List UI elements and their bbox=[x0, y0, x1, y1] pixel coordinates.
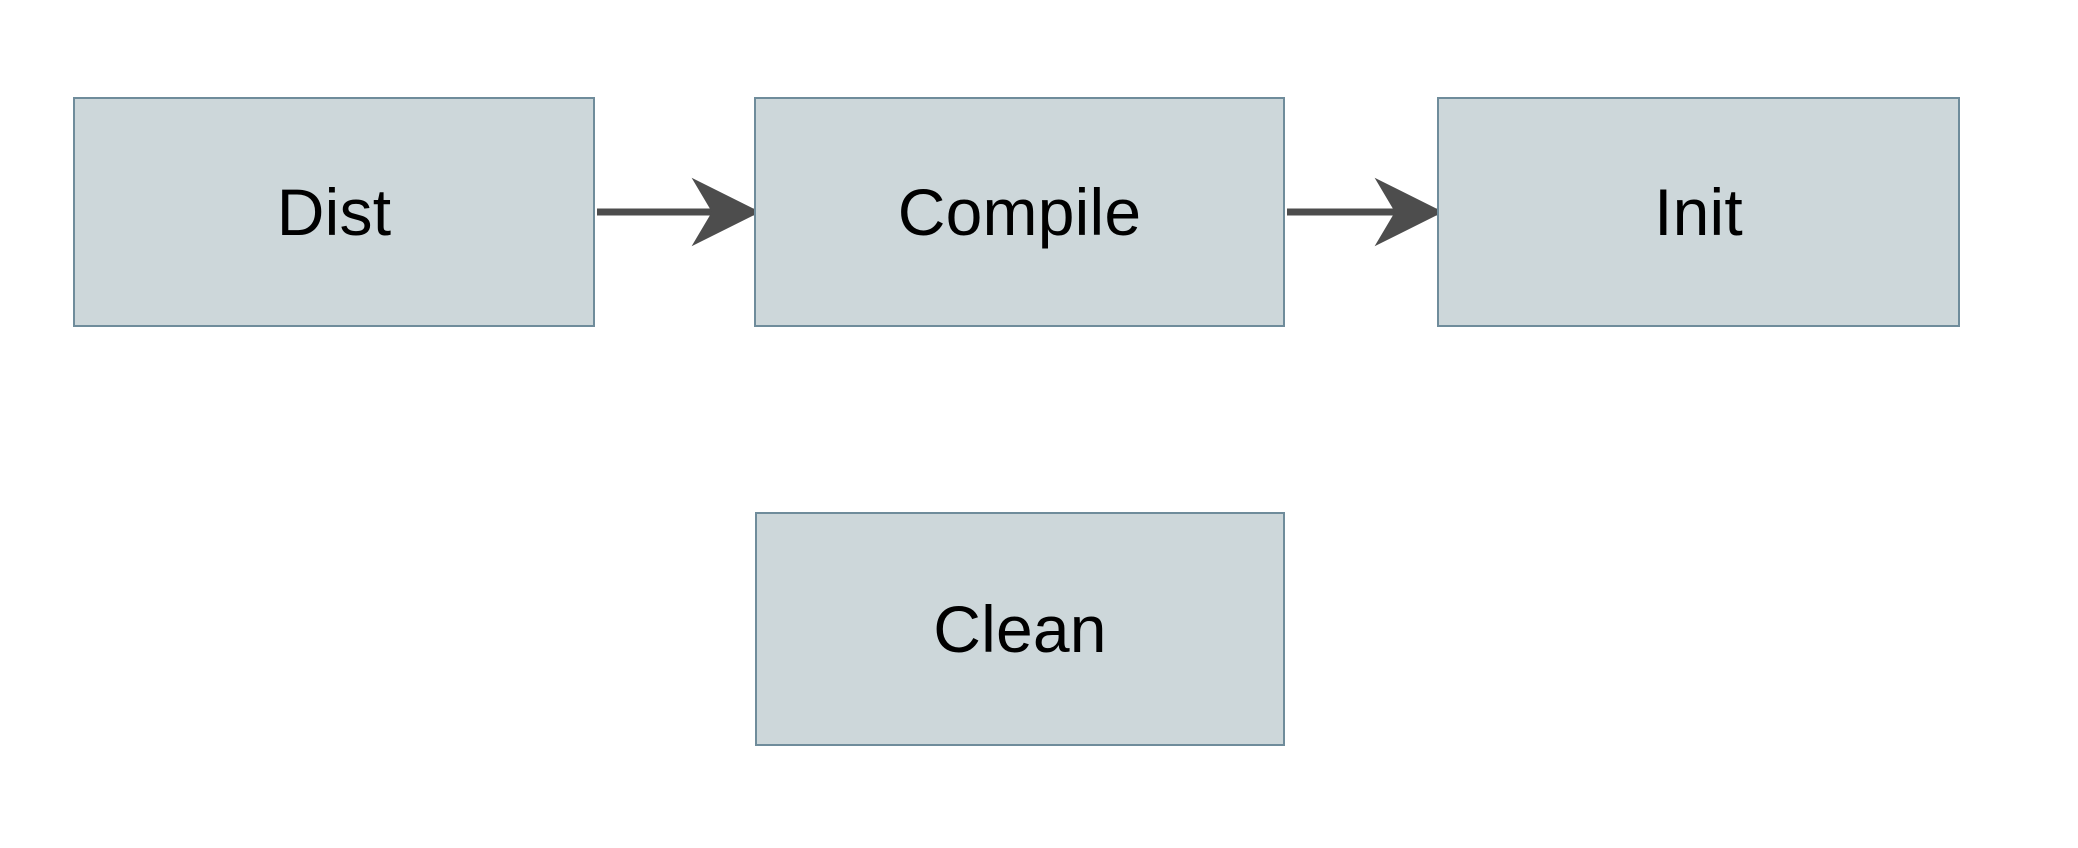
node-init-label: Init bbox=[1654, 175, 1743, 249]
node-clean-label: Clean bbox=[933, 592, 1107, 666]
node-init[interactable]: Init bbox=[1437, 97, 1960, 327]
node-clean[interactable]: Clean bbox=[755, 512, 1285, 746]
node-compile[interactable]: Compile bbox=[754, 97, 1285, 327]
node-compile-label: Compile bbox=[897, 175, 1142, 249]
node-dist[interactable]: Dist bbox=[73, 97, 595, 327]
node-dist-label: Dist bbox=[276, 175, 392, 249]
